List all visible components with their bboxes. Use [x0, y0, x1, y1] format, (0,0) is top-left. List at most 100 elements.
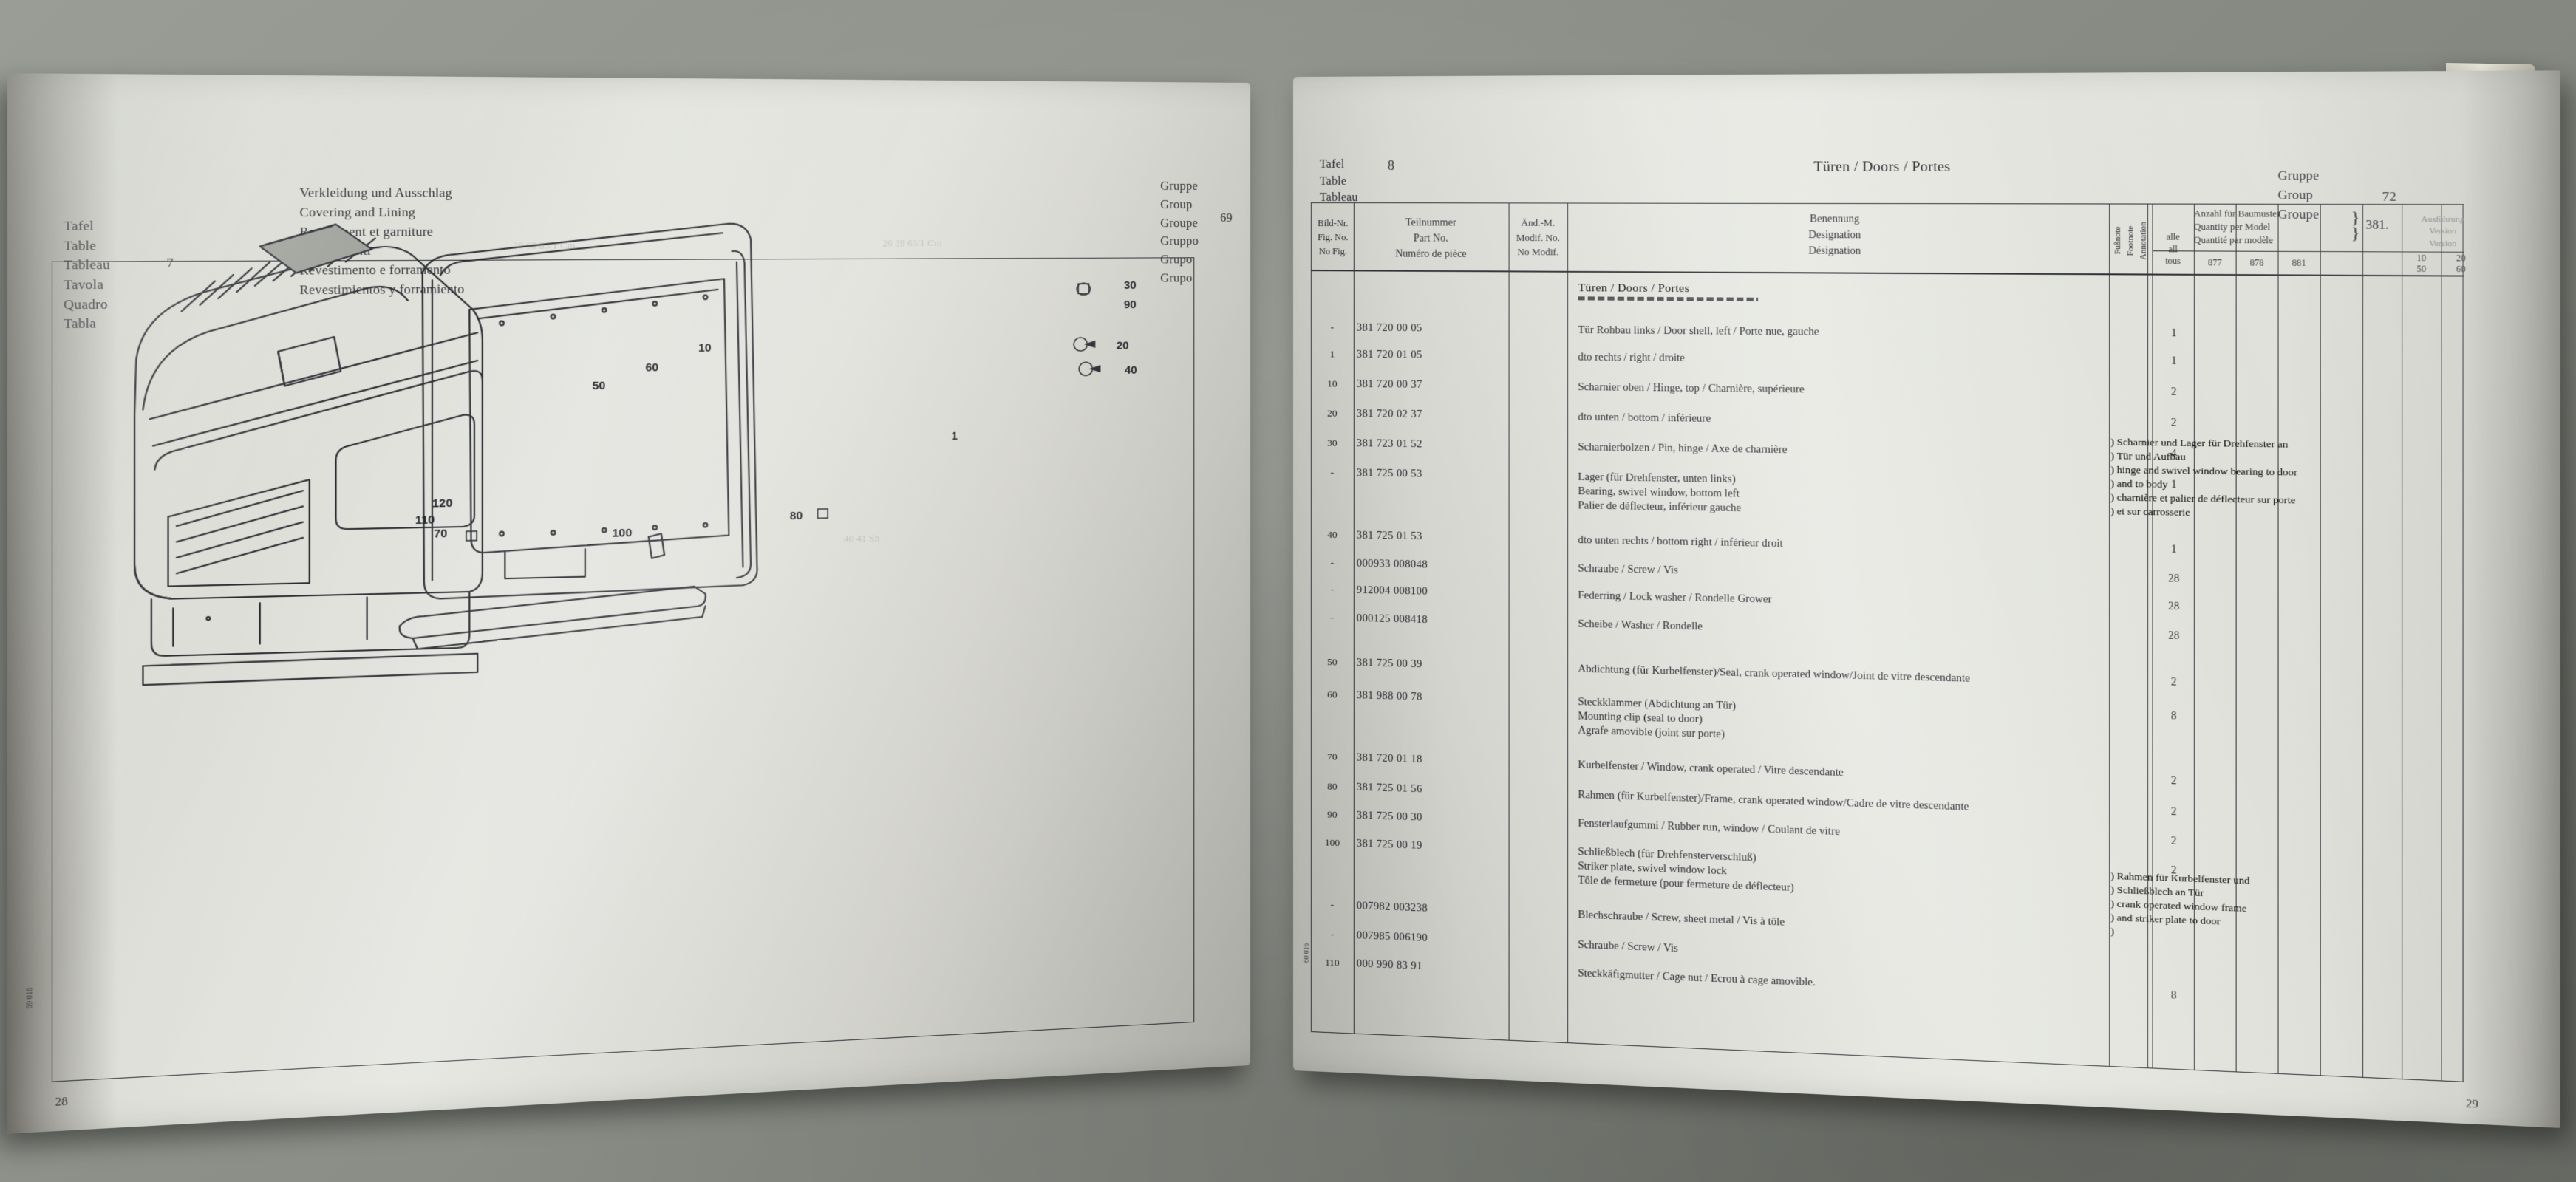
cell-part-no: 381 720 01 05: [1356, 348, 1422, 361]
table-row: 1 381 720 01 05 dto rechts / right / droit…: [1311, 348, 2464, 367]
model-code-878: 878: [2249, 259, 2264, 268]
callout-50-6: 50: [592, 379, 606, 393]
cell-fig-no: 1: [1329, 348, 1335, 360]
section-heading: Türen / Doors / Portes: [1578, 281, 1759, 301]
cell-quantity-all: 1: [2170, 544, 2177, 556]
cell-designation: Kurbelfenster / Window, crank operated /…: [1578, 758, 2122, 788]
right-side-code: 60 016: [1303, 943, 1311, 963]
designation-line: Scheibe / Washer / Rondelle: [1578, 618, 1703, 633]
bracket-note-1: ) Scharnier und Lager für Drehfenster an…: [2110, 436, 2297, 519]
cell-quantity-all: 1: [2170, 355, 2177, 368]
cell-fig-no: 50: [1327, 656, 1338, 668]
cell-part-no: 007985 006190: [1356, 929, 1428, 945]
cell-part-no: 000 990 83 91: [1356, 957, 1422, 973]
callout-1-7: 1: [951, 429, 958, 443]
quantity-model-prefix: 381.: [2365, 218, 2389, 232]
cell-designation: Scharnierbolzen / Pin, hinge / Axe de ch…: [1578, 440, 2122, 462]
col-header-fig: Bild-Nr. Fig. No. No Fig.: [1318, 218, 1349, 256]
callout-90-1: 90: [1123, 298, 1137, 312]
right-table-label: Tafel Table Tableau: [1319, 157, 1358, 205]
cell-designation: Schließblech (für Drehfensterverschluß)S…: [1578, 845, 2122, 907]
cell-designation: Federring / Lock washer / Rondelle Growe…: [1578, 589, 2122, 615]
cell-fig-no: 100: [1324, 836, 1340, 849]
left-page-curl-shadow: [7, 73, 118, 1134]
callout-110-9: 110: [415, 513, 435, 527]
designation-line: Schraube / Screw / Vis: [1578, 562, 1678, 577]
designation-line: Steckkäfigmutter / Cage nut / Ecrou à ca…: [1578, 967, 1816, 989]
callout-30-0: 30: [1123, 279, 1137, 292]
cell-fig-no: -: [1330, 321, 1335, 333]
cell-fig-no: -: [1330, 928, 1335, 940]
cell-quantity-all: 1: [2170, 327, 2177, 340]
cell-part-no: 381 723 01 52: [1356, 437, 1422, 451]
cell-designation: Steckklammer (Abdichtung an Tür)Mounting…: [1578, 695, 2122, 754]
cell-designation: Abdichtung (für Kurbelfenster)/Seal, cra…: [1578, 662, 2122, 690]
cell-part-no: 381 720 02 37: [1356, 408, 1422, 421]
designation-line: Federring / Lock washer / Rondelle Growe…: [1578, 589, 1772, 606]
bleed-through-text: 40 41 Sn: [844, 532, 880, 544]
right-group-number: 72: [2382, 188, 2396, 204]
cell-fig-no: -: [1330, 898, 1335, 911]
cell-designation: Fensterlaufgummi / Rubber run, window / …: [1578, 816, 2122, 849]
left-page: Tafel Table Tableau Tavola Quadro Tabla …: [7, 73, 1251, 1134]
cell-designation: dto rechts / right / droite: [1578, 350, 2122, 369]
cell-quantity-all: 2: [2170, 417, 2177, 429]
cell-fig-no: 40: [1327, 528, 1338, 541]
cell-fig-no: 30: [1327, 437, 1338, 448]
designation-line: Blechschraube / Screw, sheet metal / Vis…: [1578, 909, 1785, 929]
cell-fig-no: 110: [1324, 956, 1340, 969]
cell-fig-no: 60: [1327, 689, 1338, 700]
designation-line: Schraube / Screw / Vis: [1578, 938, 1678, 955]
cell-part-no: 381 725 01 56: [1356, 781, 1422, 796]
table-body: - 381 720 00 05 Tür Rohbau links / Door sh…: [1311, 203, 2464, 1002]
callout-10-2: 10: [698, 341, 712, 355]
right-page-title: Türen / Doors / Portes: [1813, 159, 1951, 175]
cell-designation: dto unten rechts / bottom right / inféri…: [1578, 533, 2122, 558]
col-header-quantity: Anzahl für Baumuster Quantity per Model …: [2193, 208, 2280, 246]
designation-line: Tür Rohbau links / Door shell, left / Po…: [1578, 324, 1819, 338]
cell-part-no: 381 720 00 05: [1356, 321, 1422, 335]
cell-fig-no: 10: [1327, 378, 1338, 389]
col-header-modif: Änd.-M. Modif. No. No Modif.: [1516, 216, 1560, 258]
cell-designation: Rahmen (für Kurbelfenster)/Frame, crank …: [1578, 788, 2122, 819]
cell-quantity-all: 28: [2168, 573, 2180, 585]
callout-70-11: 70: [434, 527, 448, 541]
col-header-all: alle all tous: [2165, 233, 2181, 267]
col-header-footnote: Fußnote Footnote Annotation: [2113, 221, 2148, 260]
cell-fig-no: -: [1330, 466, 1335, 478]
table-rule: [2362, 204, 2364, 1077]
designation-line: dto unten rechts / bottom right / inféri…: [1578, 533, 1783, 550]
cell-quantity-all: 28: [2168, 601, 2180, 613]
table-rule: [1567, 203, 1569, 1043]
bleed-through-text: 26 39 63/1 Cm: [882, 236, 942, 249]
bleed-through-text: 30 60 83/1 Cm: [513, 239, 576, 251]
cell-designation: Scharnier oben / Hinge, top / Charnière,…: [1578, 380, 2122, 400]
table-rule: [1353, 203, 1355, 1034]
cell-designation: Scheibe / Washer / Rondelle: [1578, 618, 2122, 644]
cell-designation: Schraube / Screw / Vis: [1578, 938, 2122, 974]
right-page: Tafel Table Tableau 8 Türen / Doors / Po…: [1293, 70, 2560, 1128]
cell-part-no: 381 725 00 53: [1356, 467, 1422, 480]
callout-100-12: 100: [612, 526, 633, 540]
cell-fig-no: -: [1330, 612, 1335, 624]
bracket-note-2: ) Rahmen für Kurbelfenster und ) Schließ…: [2110, 870, 2250, 937]
cell-part-no: 381 725 00 19: [1356, 837, 1422, 852]
right-table-number: 8: [1387, 157, 1394, 173]
designation-line: Rahmen (für Kurbelfenster)/Frame, crank …: [1578, 788, 1969, 813]
section-underline: [1578, 296, 1759, 301]
table-rule: [1310, 270, 2464, 277]
cell-quantity-all: [2156, 960, 2192, 962]
version-code-1: 10 50: [2416, 253, 2427, 275]
